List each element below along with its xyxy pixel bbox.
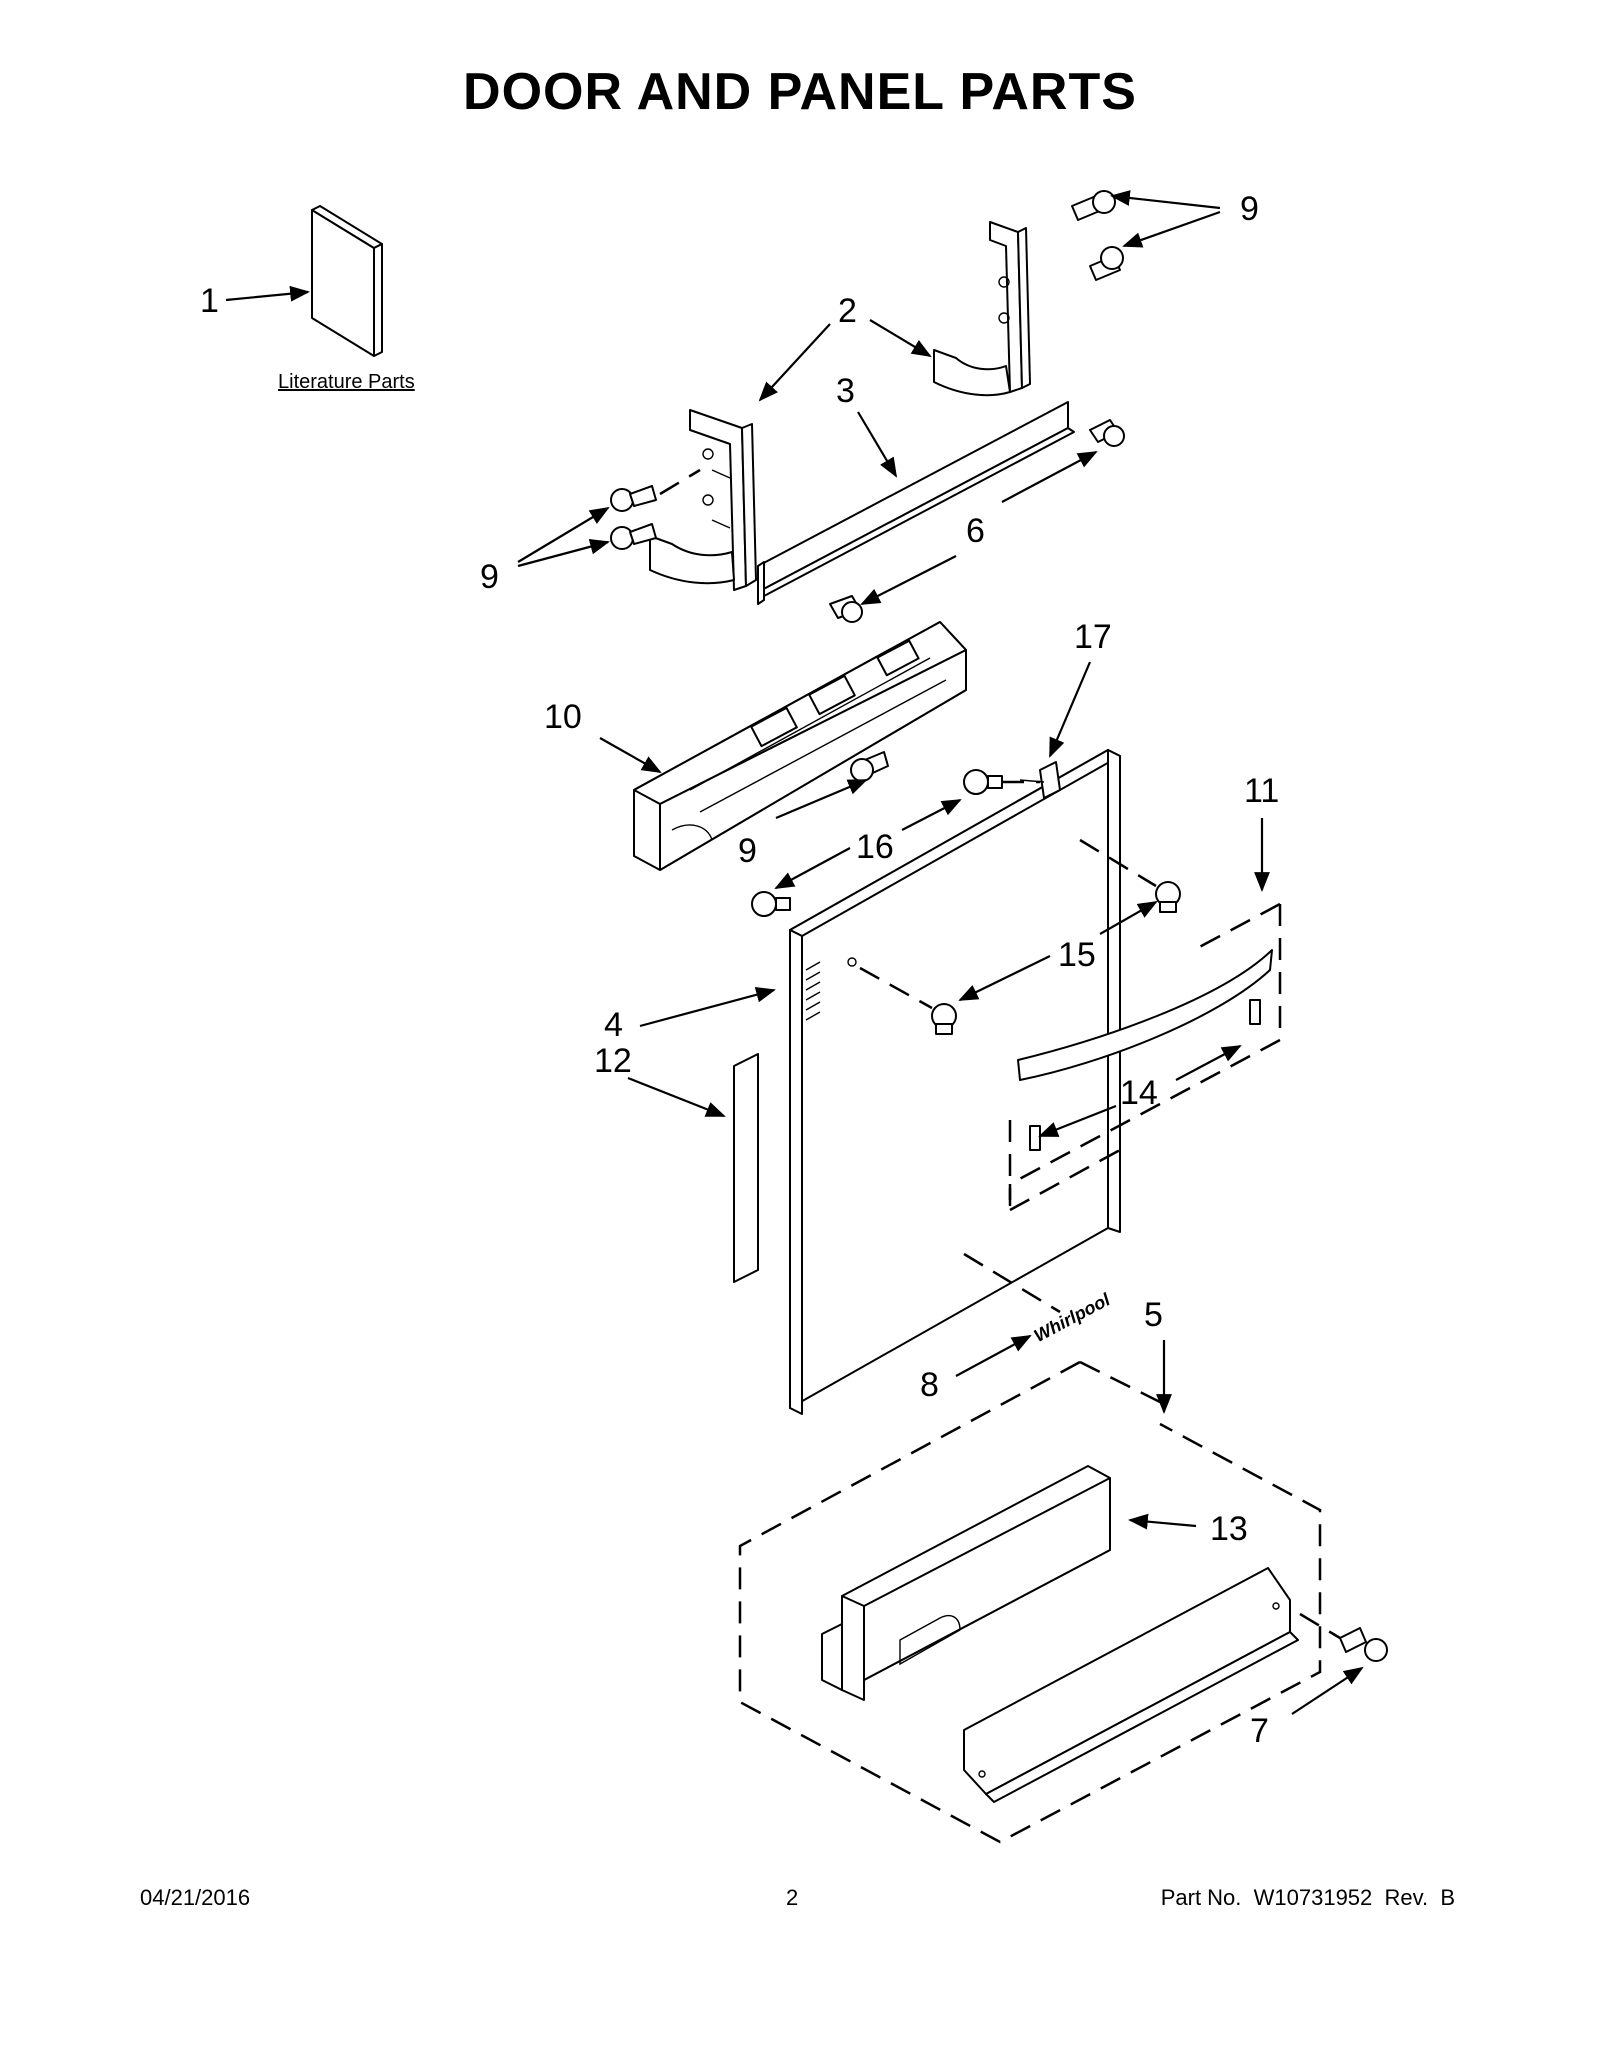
leader-7 (1291, 1666, 1364, 1715)
literature-booklet (311, 205, 383, 357)
hinge-bracket-left (649, 409, 757, 591)
leader-3 (857, 411, 898, 478)
leader-16b (901, 799, 962, 831)
leader-14a (1038, 1104, 1117, 1138)
handle-assembly-outline (1008, 902, 1282, 1212)
callout-8: 8 (920, 1366, 939, 1404)
screw-console (850, 751, 889, 782)
leader-2a (758, 323, 831, 402)
footer-part-number: Part No. W10731952 Rev. B (1160, 1885, 1455, 1910)
callout-12: 12 (594, 1042, 632, 1080)
leader-9a-1 (1110, 190, 1221, 210)
callout-15: 15 (1058, 936, 1096, 974)
toe-kick-panel (963, 1567, 1299, 1803)
leader-6b (860, 555, 957, 605)
callout-9-top: 9 (1240, 190, 1259, 228)
footer-page-number: 2 (786, 1885, 799, 1910)
hinge-bracket-right (933, 221, 1031, 397)
bumper-left (751, 891, 791, 917)
callout-13: 13 (1210, 1510, 1248, 1548)
footer-date: 04/21/2016 (140, 1885, 251, 1910)
callout-17: 17 (1074, 618, 1112, 656)
screw-top-2 (1089, 246, 1124, 281)
leader-9a-2 (1122, 210, 1221, 248)
door-panel (789, 749, 1121, 1415)
callout-4: 4 (604, 1006, 623, 1044)
leader-15a (958, 955, 1051, 1001)
callout-7: 7 (1250, 1712, 1269, 1750)
callout-2: 2 (838, 292, 857, 330)
leader-9b-2 (517, 538, 610, 568)
leader-9b-1 (517, 506, 610, 563)
bumper-right (963, 769, 1003, 795)
leader-15b (1099, 901, 1158, 935)
logo-text: Whirlpool (1031, 1289, 1115, 1346)
callout-9-mid: 9 (738, 832, 757, 870)
leader-8 (955, 1335, 1032, 1377)
rail-screw-left (829, 595, 863, 623)
control-console (633, 621, 967, 871)
logo-badge: Whirlpool (1031, 1289, 1115, 1346)
callout-10: 10 (544, 698, 582, 736)
callout-11: 11 (1244, 772, 1279, 810)
leader-13 (1128, 1513, 1197, 1530)
literature-parts-label: Literature Parts (278, 371, 415, 393)
handle-mount-left (931, 1003, 957, 1035)
door-handle (1017, 949, 1273, 1081)
leader-17 (1048, 661, 1092, 758)
door-clip (1019, 761, 1061, 799)
mounting-rail (757, 401, 1075, 605)
leader-4 (639, 986, 776, 1028)
callout-9-left: 9 (480, 558, 499, 596)
screw-left-2 (610, 523, 657, 550)
screw-top-1 (1071, 190, 1116, 221)
rail-screw-right (1089, 419, 1125, 447)
handle-mount-right (1155, 881, 1181, 913)
toe-panel-screw (1339, 1627, 1388, 1662)
door-gasket (733, 1053, 759, 1283)
leader-10 (599, 737, 662, 773)
toe-panel-outline (738, 1360, 1322, 1844)
callout-5: 5 (1144, 1296, 1163, 1334)
leader-12 (627, 1076, 726, 1118)
leader-1 (225, 285, 310, 302)
callout-14: 14 (1120, 1074, 1158, 1112)
leader-16a (774, 847, 851, 889)
callout-1: 1 (200, 282, 219, 320)
leader-14b (1175, 1045, 1242, 1081)
handle-pin-right (1249, 999, 1261, 1025)
callout-6: 6 (966, 512, 985, 550)
leader-9c (775, 778, 868, 820)
leader-6a (1001, 451, 1098, 503)
leader-2b (869, 319, 932, 358)
handle-pin-left (1029, 1125, 1041, 1151)
screw-left-1 (610, 485, 657, 512)
callout-3: 3 (836, 372, 855, 410)
page-title: DOOR AND PANEL PARTS (463, 63, 1137, 121)
callout-16: 16 (856, 828, 894, 866)
vent-slots (805, 961, 821, 1021)
insulation-pad (821, 1465, 1111, 1701)
